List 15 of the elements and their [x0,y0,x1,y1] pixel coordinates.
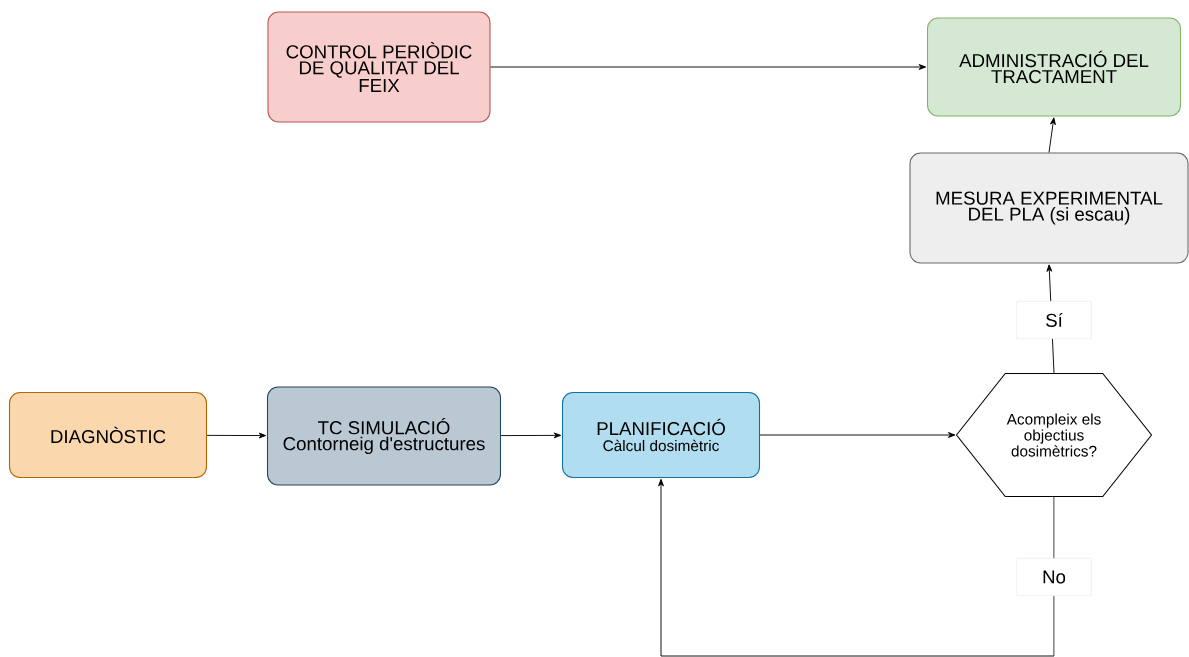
edge-label: Sí [1016,301,1092,339]
arrow [206,432,267,439]
edge-label: No [1016,558,1092,596]
process-box: CONTROL PERIÒDIC DE QUALITAT DEL FEIX [267,11,491,123]
decision-hexagon: Acompleix els objectius dosimètrics? [955,372,1153,498]
arrow [500,432,562,439]
arrow [658,478,1055,657]
arrow [759,432,956,438]
arrow [1048,117,1056,153]
process-box: MESURA EXPERIMENTAL DEL PLA (si escau) [909,152,1189,264]
process-box: ADMINISTRACIÓ DEL TRACTAMENT [926,17,1182,117]
process-box: TC SIMULACIÓ Contorneig d'estructures [266,386,502,486]
process-box: PLANIFICACIÓ Càlcul dosimètric [561,391,761,479]
arrow [490,64,927,70]
process-box: DIAGNÒSTIC [8,391,208,479]
